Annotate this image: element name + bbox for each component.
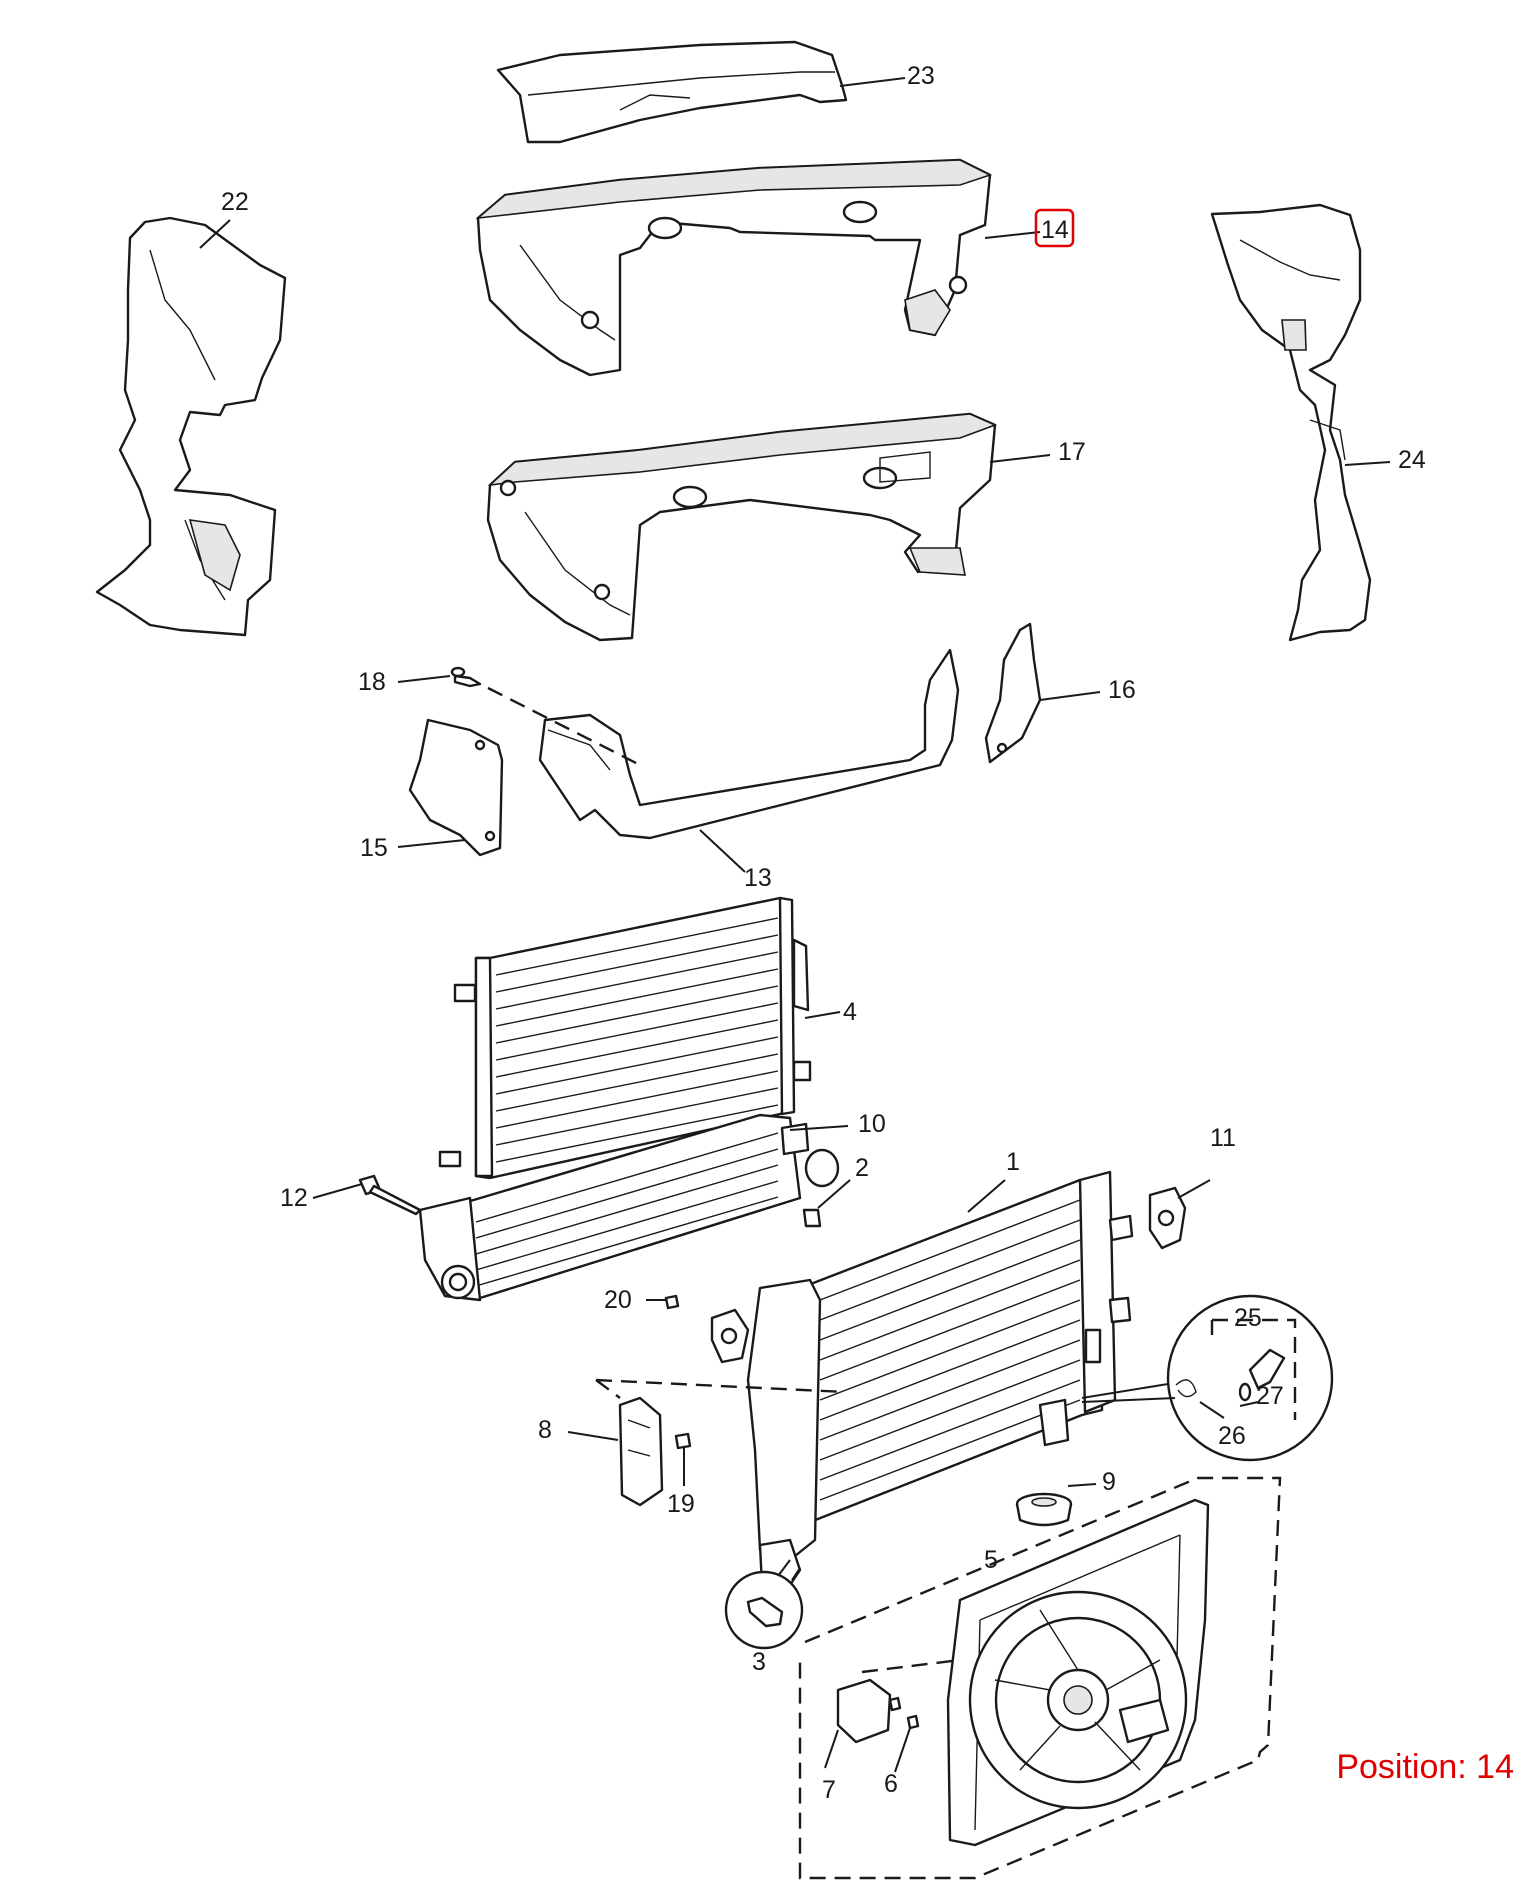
callout-5[interactable]: 5	[984, 1546, 998, 1574]
callout-18[interactable]: 18	[358, 668, 386, 696]
callout-19[interactable]: 19	[667, 1490, 695, 1518]
part-22-left-deflector	[95, 216, 287, 637]
callout-12[interactable]: 12	[280, 1184, 308, 1212]
part-12-bolt	[358, 1174, 422, 1216]
part-1-radiator	[746, 1170, 1134, 1587]
position-label: Position: 14	[1336, 1748, 1514, 1786]
part-6-screw	[906, 1714, 920, 1730]
callout-7[interactable]: 7	[822, 1776, 836, 1804]
callout-13[interactable]: 13	[744, 864, 772, 892]
pin-path-13	[487, 686, 641, 767]
part-5-fan-shroud	[946, 1498, 1210, 1847]
callout-8[interactable]: 8	[538, 1416, 552, 1444]
callout-11[interactable]: 11	[1210, 1124, 1236, 1152]
detail-connector	[1081, 1383, 1176, 1403]
callout-2[interactable]: 2	[855, 1154, 869, 1182]
part-17-lower-shroud	[486, 412, 998, 642]
part-19-screw	[674, 1432, 692, 1450]
part-4-condenser	[438, 896, 812, 1180]
part-23-upper-cover	[496, 40, 848, 144]
callout-27[interactable]: 27	[1256, 1382, 1284, 1410]
part-14-upper-shroud	[475, 158, 993, 377]
callout-24[interactable]: 24	[1398, 446, 1426, 474]
part-24-right-deflector	[1210, 203, 1372, 642]
part-20-bolt	[664, 1294, 680, 1310]
callout-25[interactable]: 25	[1234, 1304, 1262, 1332]
sensor-connector	[777, 1559, 801, 1581]
part-8-module	[618, 1396, 664, 1507]
mount-group-boundary	[595, 1378, 846, 1399]
part-7-resistor	[836, 1678, 902, 1744]
fan-group-boundary	[798, 1476, 1282, 1880]
callout-labels: 23 14 22 24 17 16 18 15 13 4 10 12 2 1 1…	[221, 62, 1426, 1804]
callout-26[interactable]: 26	[1218, 1422, 1246, 1450]
callout-4[interactable]: 4	[843, 998, 857, 1026]
part-16-bracket	[984, 622, 1042, 764]
callout-17[interactable]: 17	[1058, 438, 1086, 466]
callout-16[interactable]: 16	[1108, 676, 1136, 704]
callout-23[interactable]: 23	[907, 62, 935, 90]
fan-fastener-path	[861, 1658, 961, 1674]
detail-circle-25-27	[1166, 1294, 1334, 1462]
part-18-push-pin	[450, 666, 482, 688]
part-15-bracket	[408, 718, 504, 857]
callout-10[interactable]: 10	[858, 1110, 886, 1138]
callout-6[interactable]: 6	[884, 1770, 898, 1798]
leader-lines	[199, 77, 1391, 1773]
callout-1[interactable]: 1	[1006, 1148, 1020, 1176]
part-9-grommet	[1015, 1492, 1073, 1527]
part-11-mount	[1148, 1186, 1187, 1250]
part-13-bottom-deflector	[538, 648, 960, 840]
callout-15[interactable]: 15	[360, 834, 388, 862]
callout-14[interactable]: 14	[1041, 216, 1069, 244]
lower-mount	[710, 1308, 750, 1364]
callout-14-highlight	[1034, 208, 1075, 248]
callout-9[interactable]: 9	[1102, 1468, 1116, 1496]
detail-circle-3	[724, 1570, 804, 1650]
callout-22[interactable]: 22	[221, 188, 249, 216]
callout-20[interactable]: 20	[604, 1286, 632, 1314]
callout-3[interactable]: 3	[752, 1648, 766, 1676]
part-10-intercooler	[418, 1113, 840, 1302]
part-2-plug	[802, 1208, 822, 1228]
